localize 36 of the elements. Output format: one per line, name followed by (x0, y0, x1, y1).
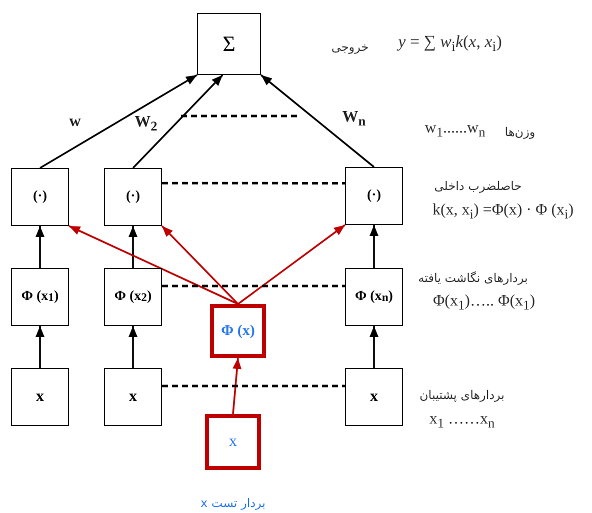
process-box: (·) (345, 167, 403, 225)
arrow (161, 225, 239, 305)
annotation: x$_{1}$ ……x$_{n}$ (429, 410, 495, 432)
arrow (237, 224, 346, 305)
dashed-line (162, 384, 345, 388)
arrow (260, 74, 375, 168)
process-box: x (345, 368, 403, 426)
process-box: x (104, 368, 162, 426)
process-box: (·) (104, 168, 162, 226)
annotation: بردارهای پشتیبان (420, 388, 504, 402)
annotation: k(x, x$_{i}$) =Φ(x) · Φ (x$_{i}$) (432, 201, 574, 223)
arrow (232, 358, 242, 414)
arrow (36, 326, 44, 368)
process-box: (·) (11, 168, 69, 226)
arrow (132, 74, 224, 169)
arrow (128, 226, 138, 268)
arrow (370, 225, 378, 268)
process-box: x (11, 368, 69, 426)
arrow (128, 326, 138, 368)
arrow (370, 326, 378, 368)
arrow (36, 226, 44, 268)
annotation: وزن‌ها (504, 125, 536, 139)
node-label: بردار تست x (200, 496, 266, 510)
annotation: حاصلضرب داخلی (434, 179, 522, 193)
test-vector-box: Φ (x) (210, 304, 266, 358)
arrow (40, 74, 198, 169)
annotation: خروجی (331, 40, 369, 54)
test-vector-box: x (205, 414, 261, 470)
annotation: Φ(x$_{1}$)….. Φ(x$_{1}$) (432, 292, 536, 314)
arrow (68, 225, 238, 305)
dashed-line (162, 182, 345, 184)
formula: y = ∑ w$_{i}$k(x, x$_{i}$) (398, 32, 502, 56)
dashed-line (162, 284, 345, 288)
annotation: w$_{1}$......w$_{n}$ (424, 119, 486, 141)
annotation: بردارهای نگاشت یافته (418, 271, 528, 285)
process-box: Σ (197, 13, 261, 75)
